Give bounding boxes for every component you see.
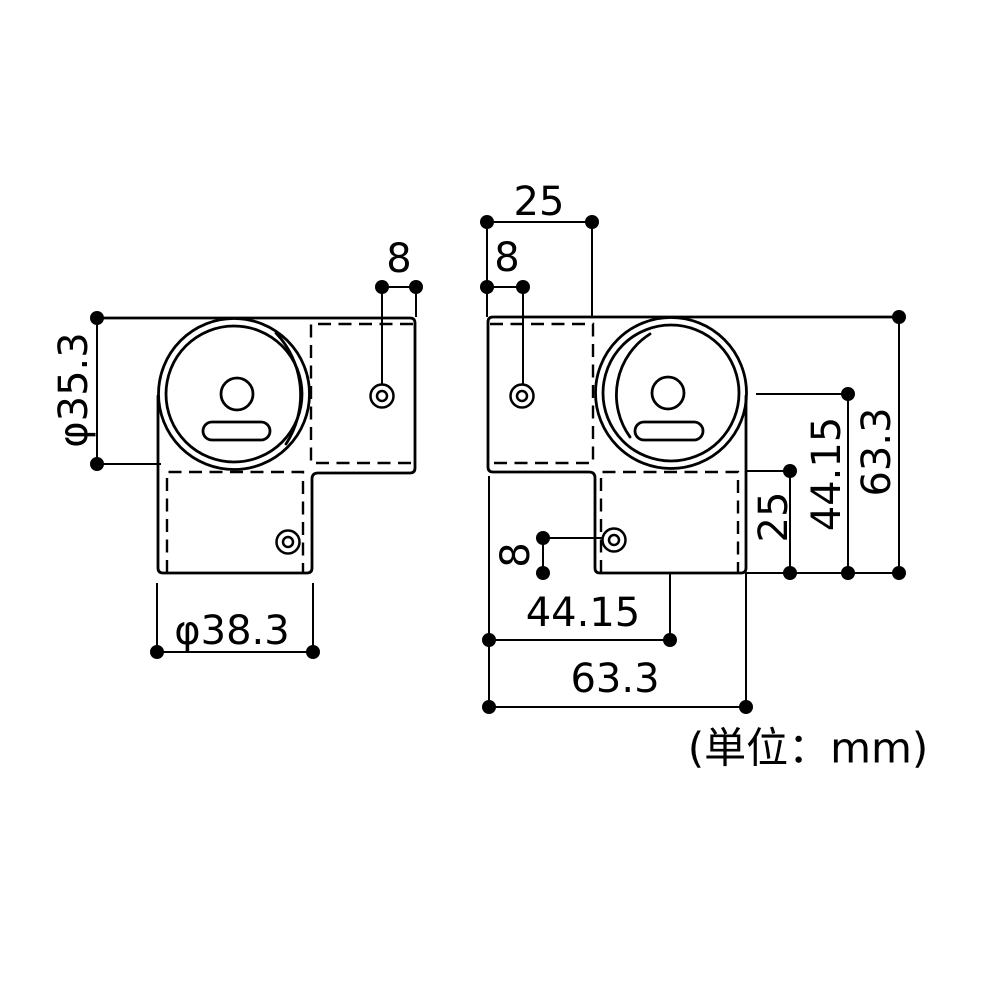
left-view-screw-hole-outer: [275, 529, 301, 555]
right-view-screw-hole-outer: [509, 383, 535, 409]
right-view-screw-hole-inner: [607, 533, 621, 547]
right-view-hidden-cavity-line: [490, 322, 595, 465]
right-view-dimension-endpoint: [536, 566, 550, 580]
right-view-socket-outer: [594, 316, 748, 470]
left-view-hidden-cavity-line: [165, 470, 305, 573]
right-view-dimension-endpoint: [482, 700, 496, 714]
right-view-dimension-endpoint: [841, 566, 855, 580]
left-view-outline-path: [95, 316, 417, 575]
left-view-center-hole: [219, 376, 255, 412]
right-view-slot-opening: [633, 420, 705, 442]
left-view-dimension-endpoint: [150, 645, 164, 659]
left-view-dimension-endpoint: [90, 457, 104, 471]
right-view-dimension-endpoint: [516, 280, 530, 294]
left-view-outline-path: [274, 331, 303, 446]
right-view-dimension-endpoint: [739, 700, 753, 714]
left-view-dimension-endpoint: [375, 280, 389, 294]
right-view-dimension-label: 25: [751, 492, 797, 543]
right-view-dimension-label: 44.15: [526, 590, 641, 636]
left-view: φ35.3 8 φ38.3: [51, 236, 423, 659]
left-view-socket-inner: [164, 324, 304, 464]
right-view-dimension-label: 63.3: [570, 656, 659, 702]
left-view-dimension-label: 8: [386, 236, 411, 282]
right-view-screw-hole-outer: [601, 527, 627, 553]
right-view-screw-hole-inner: [515, 389, 529, 403]
unit-note-label: (単位：mm): [688, 724, 929, 773]
right-view-outline-path: [615, 332, 652, 439]
left-view-screw-hole-inner: [375, 389, 389, 403]
right-view-dimension-endpoint: [585, 215, 599, 229]
right-view-center-hole: [650, 375, 686, 411]
right-view-dimension-endpoint: [892, 566, 906, 580]
right-view-socket-inner: [601, 323, 741, 463]
right-view-dimension-endpoint: [841, 387, 855, 401]
left-view-slot-opening: [201, 420, 272, 442]
right-view-dimension-endpoint: [783, 566, 797, 580]
right-view-dimension-endpoint: [480, 215, 494, 229]
left-view-dimension-endpoint: [90, 311, 104, 325]
left-view-dimension-endpoint: [409, 280, 423, 294]
right-view-dimension-label: 8: [494, 235, 519, 281]
left-view-screw-hole-outer: [369, 383, 395, 409]
right-view-dimension-endpoint: [480, 280, 494, 294]
right-view-hidden-cavity-line: [599, 470, 740, 573]
left-view-screw-hole-inner: [281, 535, 295, 549]
left-view-dimension-label: φ35.3: [51, 332, 97, 447]
right-view-dimension-label: 63.3: [854, 407, 900, 496]
right-view-dimension-endpoint: [663, 633, 677, 647]
right-view-dimension-endpoint: [783, 464, 797, 478]
left-view-socket-outer: [157, 317, 311, 471]
right-view-dimension-label: 44.15: [804, 417, 850, 532]
right-view-dimension-endpoint: [482, 633, 496, 647]
left-view-dimension-label: φ38.3: [174, 608, 289, 654]
right-view-dimension-label: 8: [493, 542, 539, 567]
right-view-dimension-endpoint: [536, 531, 550, 545]
left-view-hidden-cavity-line: [309, 322, 413, 465]
left-view-dimension-endpoint: [306, 645, 320, 659]
right-view-dimension-label: 25: [514, 179, 565, 225]
right-view-outline-path: [486, 315, 901, 575]
right-view-dimension-endpoint: [892, 310, 906, 324]
